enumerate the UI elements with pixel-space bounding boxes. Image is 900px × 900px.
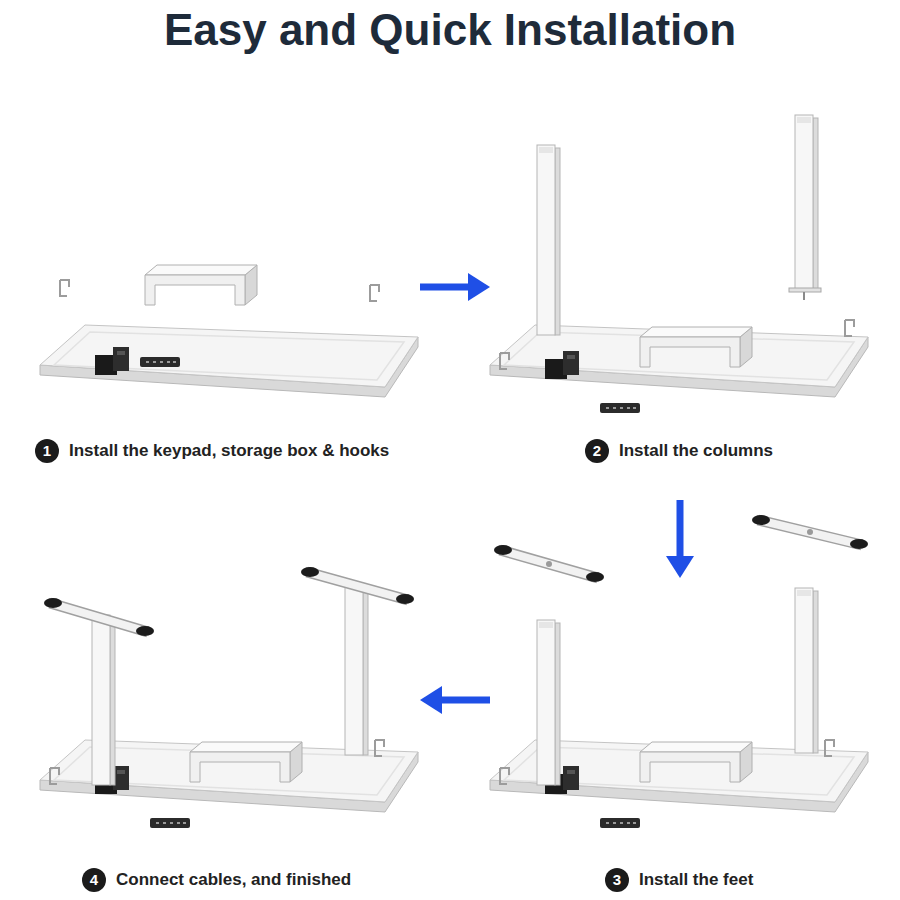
flow-arrow xyxy=(420,273,490,301)
keypad xyxy=(140,357,180,367)
arrow-head xyxy=(468,273,490,301)
step-label: Install the columns xyxy=(619,441,773,461)
column xyxy=(795,588,818,753)
hook xyxy=(500,353,509,369)
foot xyxy=(301,567,414,604)
column xyxy=(345,585,368,755)
column xyxy=(537,620,560,785)
foot xyxy=(494,545,604,582)
step-four-drawing xyxy=(40,585,418,828)
hook xyxy=(60,280,69,296)
flow-arrow xyxy=(420,686,490,714)
step-caption: 2 Install the columns xyxy=(585,436,773,466)
step-two-drawing xyxy=(490,115,868,413)
hook xyxy=(825,740,834,756)
desktop xyxy=(490,325,868,397)
step-number: 2 xyxy=(585,439,609,463)
step-caption: 4 Connect cables, and finished xyxy=(82,865,351,895)
hook xyxy=(50,768,59,784)
arrow-shaft xyxy=(440,697,490,704)
hook xyxy=(500,768,509,784)
step-panel: 3 Install the feet xyxy=(490,578,880,895)
desktop xyxy=(40,325,418,397)
flow-arrow xyxy=(666,500,694,578)
arrow-head xyxy=(420,686,442,714)
step-label: Connect cables, and finished xyxy=(116,870,351,890)
step-number: 3 xyxy=(605,868,629,892)
hook xyxy=(370,285,379,301)
arrow-shaft xyxy=(677,500,684,558)
controller xyxy=(545,351,579,379)
keypad xyxy=(150,818,190,828)
title: Easy and Quick Installation xyxy=(0,4,900,56)
step-caption: 3 Install the feet xyxy=(605,865,753,895)
controller xyxy=(95,347,129,375)
step-caption: 1 Install the keypad, storage box & hooks xyxy=(35,436,389,466)
step-number: 1 xyxy=(35,439,59,463)
foot xyxy=(44,598,154,636)
keypad xyxy=(600,403,640,413)
arrow-shaft xyxy=(420,284,470,291)
step-panel: 1 Install the keypad, storage box & hooks xyxy=(20,95,420,500)
hook xyxy=(845,320,854,336)
storage-box xyxy=(145,265,257,305)
step-one-drawing xyxy=(40,265,418,397)
storage-box xyxy=(190,742,302,782)
step-number: 4 xyxy=(82,868,106,892)
column xyxy=(789,115,821,300)
storage-box xyxy=(640,327,752,367)
storage-box xyxy=(640,742,752,782)
step-label: Install the feet xyxy=(639,870,753,890)
step-panel: 4 Connect cables, and finished xyxy=(20,578,420,895)
arrow-head xyxy=(666,556,694,578)
hook xyxy=(375,740,384,756)
foot xyxy=(752,515,868,549)
step-three-drawing xyxy=(490,588,868,828)
column xyxy=(537,145,560,335)
step-label: Install the keypad, storage box & hooks xyxy=(69,441,389,461)
column xyxy=(92,615,115,785)
keypad xyxy=(600,818,640,828)
step-panel: 2 Install the columns xyxy=(490,95,880,500)
